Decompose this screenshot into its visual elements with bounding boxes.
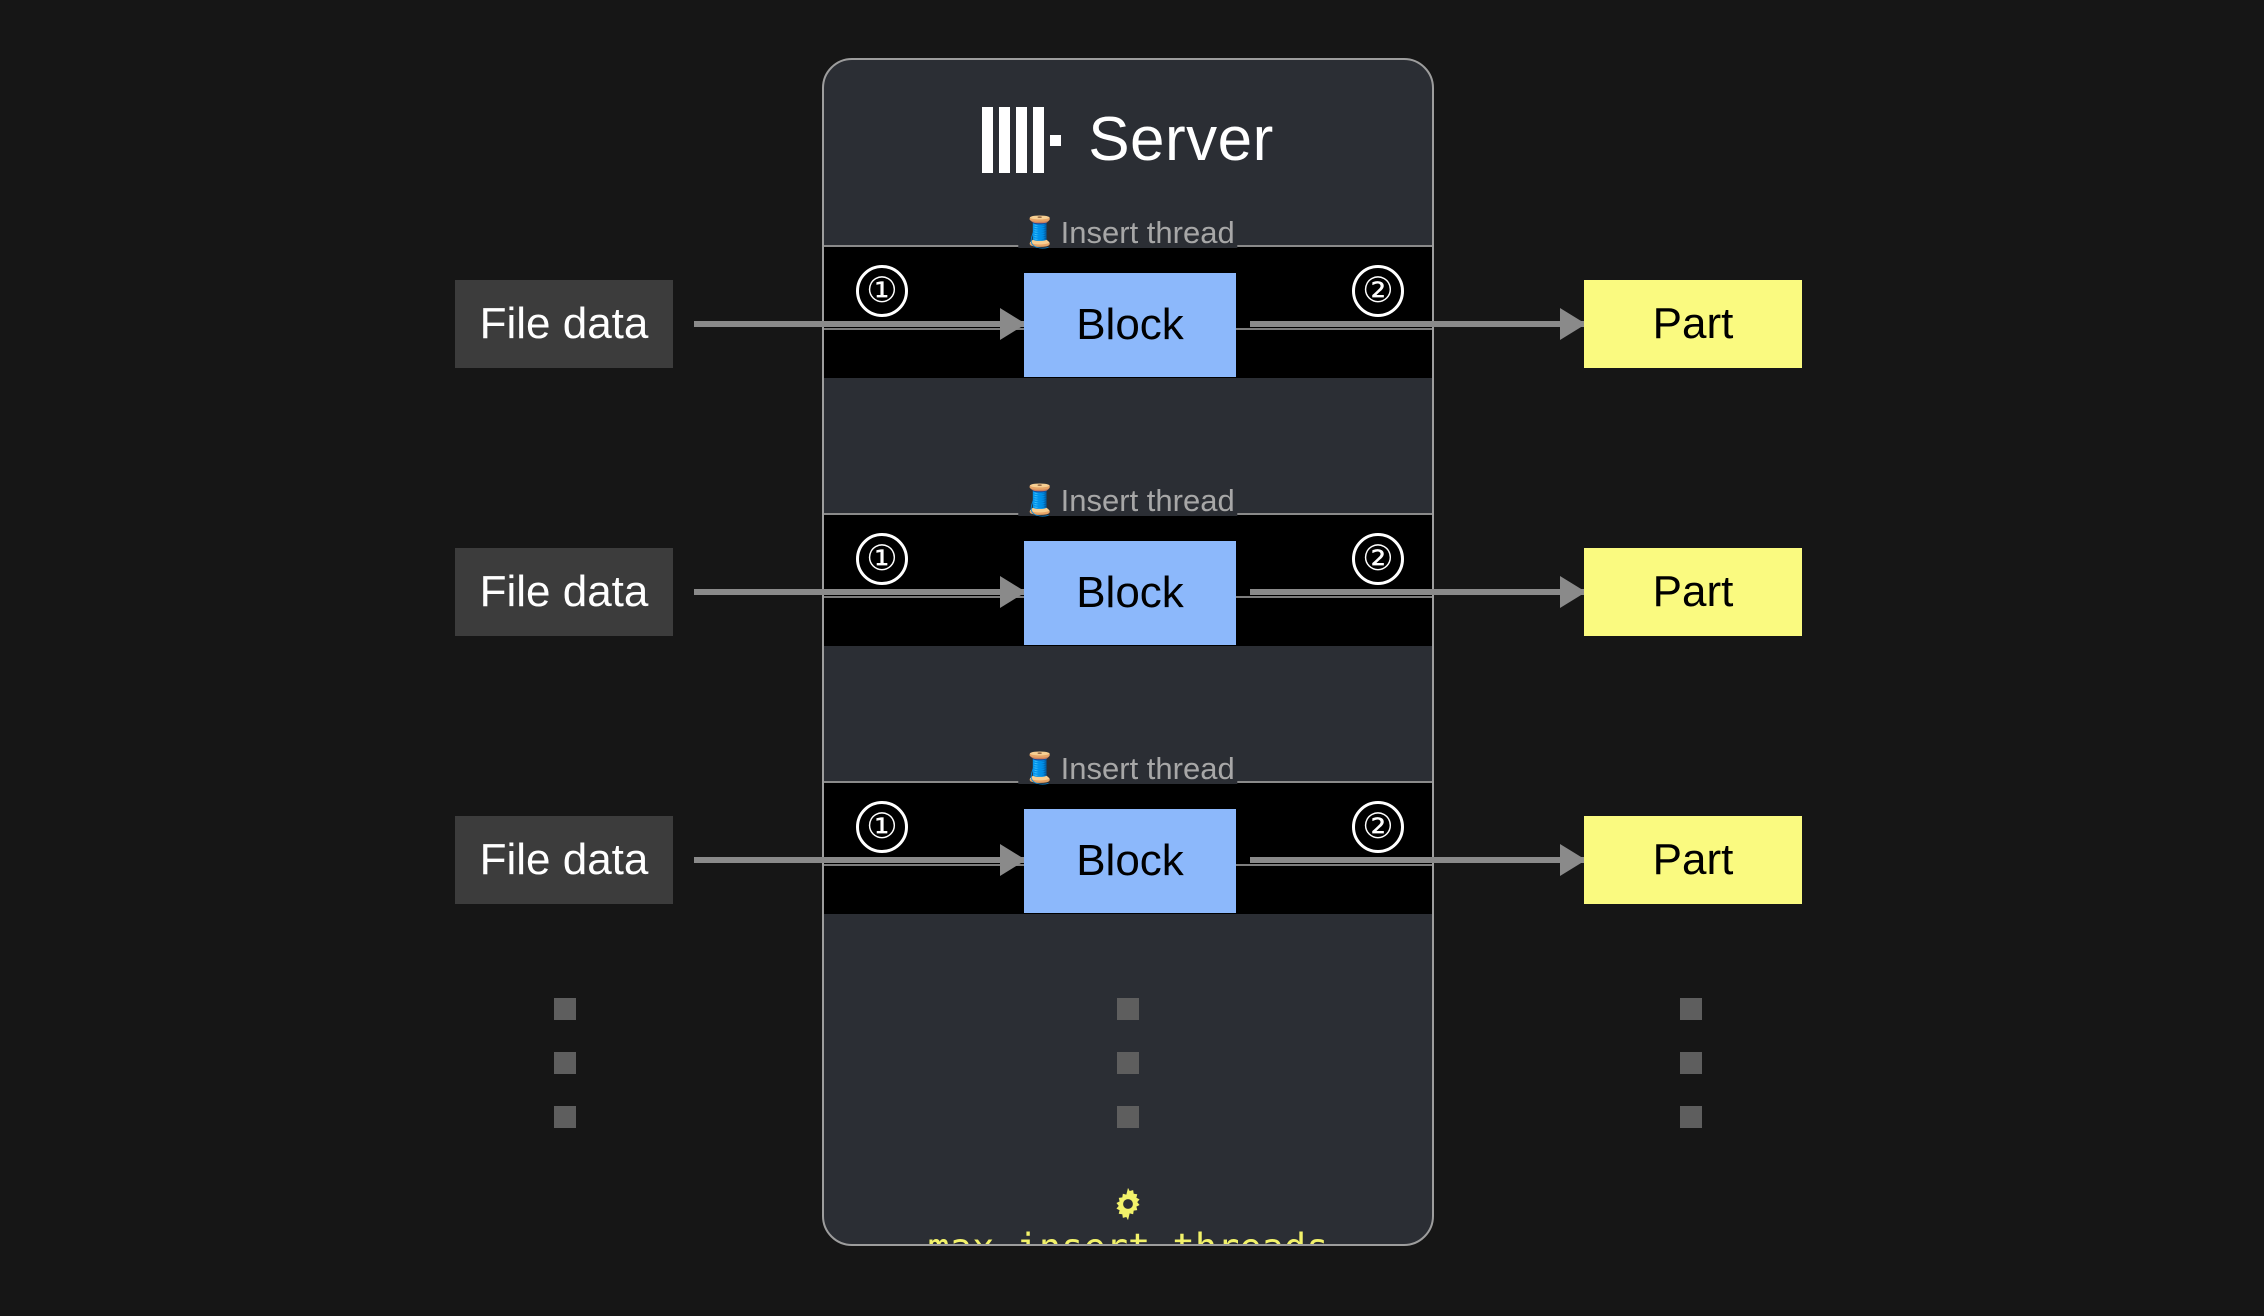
gear-icon (1109, 1185, 1147, 1223)
block-box-3: Block (1024, 809, 1236, 913)
part-box-1: Part (1584, 280, 1802, 368)
ellipsis-dot (1680, 998, 1702, 1020)
ellipsis-dot (554, 1052, 576, 1074)
arrow-file-to-block-3 (694, 857, 1024, 863)
arrow-file-to-block-1 (694, 321, 1024, 327)
server-header: Server (824, 60, 1432, 220)
insert-thread-band-2: 🧵 Insert thread ① ② Block (824, 485, 1432, 646)
insert-thread-label-1: 🧵 Insert thread (1018, 215, 1238, 250)
step-circle-out-3: ② (1352, 801, 1404, 853)
ellipsis-dot (554, 1106, 576, 1128)
step-circle-in-3: ① (856, 801, 908, 853)
arrow-block-to-part-3 (1250, 857, 1584, 863)
part-box-2: Part (1584, 548, 1802, 636)
ellipsis-dot (1117, 1106, 1139, 1128)
file-data-box-3: File data (455, 816, 673, 904)
setting-footer: max_insert_threads (824, 1185, 1432, 1244)
ellipsis-dot (1680, 1106, 1702, 1128)
file-data-box-1: File data (455, 280, 673, 368)
file-data-box-2: File data (455, 548, 673, 636)
insert-thread-band-3: 🧵 Insert thread ① ② Block (824, 753, 1432, 914)
step-circle-out-1: ② (1352, 265, 1404, 317)
part-box-3: Part (1584, 816, 1802, 904)
thread-spool-icon: 🧵 (1021, 215, 1059, 249)
insert-thread-label-text: Insert thread (1060, 215, 1235, 250)
ellipsis-dot (1117, 998, 1139, 1020)
ellipsis-dot (554, 998, 576, 1020)
insert-thread-label-text: Insert thread (1060, 751, 1235, 786)
arrow-block-to-part-2 (1250, 589, 1584, 595)
server-card: Server 🧵 Insert thread ① ② Block 🧵 Inser… (822, 58, 1434, 1246)
insert-thread-label-2: 🧵 Insert thread (1018, 483, 1238, 518)
insert-thread-label-3: 🧵 Insert thread (1018, 751, 1238, 786)
thread-spool-icon: 🧵 (1021, 751, 1059, 785)
server-title: Server (1088, 105, 1274, 174)
ellipsis-center (1117, 998, 1139, 1128)
setting-name: max_insert_threads (928, 1229, 1329, 1244)
insert-thread-band-1: 🧵 Insert thread ① ② Block (824, 217, 1432, 378)
ellipsis-right (1680, 998, 1702, 1128)
thread-spool-icon: 🧵 (1021, 483, 1059, 517)
insert-thread-label-text: Insert thread (1060, 483, 1235, 518)
ellipsis-dot (1117, 1052, 1139, 1074)
clickhouse-logo-icon (982, 107, 1066, 173)
arrow-block-to-part-1 (1250, 321, 1584, 327)
arrow-file-to-block-2 (694, 589, 1024, 595)
block-box-1: Block (1024, 273, 1236, 377)
ellipsis-dot (1680, 1052, 1702, 1074)
step-circle-in-2: ① (856, 533, 908, 585)
block-box-2: Block (1024, 541, 1236, 645)
step-circle-in-1: ① (856, 265, 908, 317)
ellipsis-left (554, 998, 576, 1128)
step-circle-out-2: ② (1352, 533, 1404, 585)
